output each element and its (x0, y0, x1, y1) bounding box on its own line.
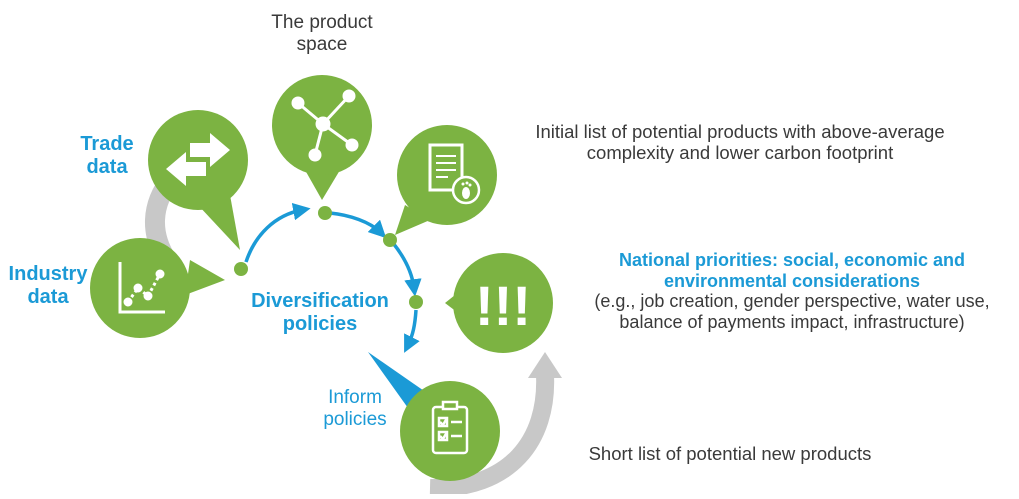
product-space-bubble (272, 75, 372, 200)
grey-return-arrowhead (528, 352, 562, 378)
flow-arrow-2 (329, 211, 387, 239)
flow-arrow-3 (391, 241, 422, 297)
inform-label-line2: policies (323, 408, 387, 430)
product-space-label-line2: space (296, 33, 348, 55)
document-footprint-icon (428, 143, 481, 205)
flow-node-3 (383, 233, 397, 247)
swap-arrows-icon (166, 133, 230, 186)
product-space-label-line1: The product (271, 12, 373, 33)
priorities-label: National priorities: social, economic an… (568, 250, 1016, 333)
priorities-desc-line2: balance of payments impact, infrastructu… (619, 312, 965, 333)
industry-bubble (90, 238, 225, 338)
trade-label: Trade data (72, 133, 142, 179)
exclamation-icon: !!! (475, 274, 531, 337)
priorities-desc-line1: (e.g., job creation, gender perspective,… (594, 291, 990, 312)
industry-label-line2: data (27, 286, 69, 308)
trade-bubble (148, 110, 248, 250)
network-icon (291, 89, 359, 162)
grey-return-arrow (429, 374, 555, 498)
checklist-icon (431, 400, 469, 455)
initial-list-label-line1: Initial list of potential products with … (535, 121, 945, 142)
short-list-bubble (400, 381, 500, 481)
short-list-label: Short list of potential new products (588, 443, 872, 464)
priorities-bubble: !!! (445, 253, 553, 353)
center-label: Diversification policies (240, 290, 400, 336)
priorities-title-line2: environmental considerations (663, 270, 921, 291)
center-label-line1: Diversification (251, 290, 389, 312)
inform-label-line1: Inform (328, 387, 382, 408)
flow-node-1 (234, 262, 248, 276)
priorities-title-line1: National priorities: social, economic an… (618, 250, 966, 270)
flow-node-4 (409, 295, 423, 309)
line-chart-icon (118, 262, 165, 314)
industry-label: Industry data (4, 263, 92, 309)
trade-label-line2: data (86, 156, 128, 178)
inform-label: Inform policies (305, 387, 405, 431)
flow-arrow-1 (244, 202, 311, 263)
center-label-line2: policies (282, 313, 358, 335)
product-space-label: The product space (262, 12, 382, 56)
flow-node-2 (318, 206, 332, 220)
trade-label-line1: Trade (80, 133, 134, 155)
initial-list-bubble (395, 125, 497, 235)
flow-arrow-4 (404, 309, 420, 353)
initial-list-label: Initial list of potential products with … (505, 121, 975, 164)
initial-list-label-line2: complexity and lower carbon footprint (586, 142, 894, 164)
industry-label-line1: Industry (8, 263, 88, 285)
